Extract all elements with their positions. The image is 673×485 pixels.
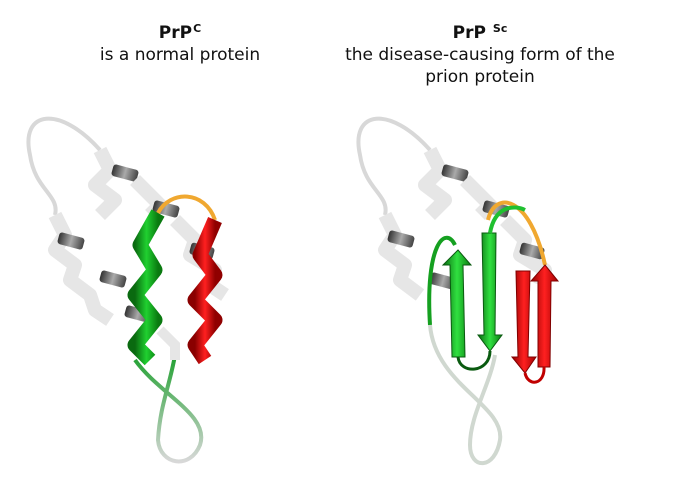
title-prpc-name: PrP (158, 23, 193, 43)
red-helix (187, 217, 223, 365)
gray-helix-left (48, 211, 152, 326)
gray-loop (26, 116, 180, 220)
orange-loop (156, 194, 217, 221)
tail-loop (133, 326, 204, 464)
description-prpsc-line2: prion protein (425, 67, 535, 87)
title-prpsc: PrP Sc (300, 18, 660, 44)
title-prpsc-name: PrP (452, 23, 486, 43)
red-beta-sheet (510, 264, 560, 384)
prpsc-structure-illustration (356, 116, 560, 466)
green-helix (127, 209, 165, 366)
green-beta-sheet (427, 205, 526, 371)
title-prpc: PrPC (60, 18, 300, 44)
title-prpc-superscript: C (193, 22, 202, 35)
title-prpsc-superscript: Sc (492, 22, 508, 35)
description-prpsc-line1: the disease-causing form of the (345, 45, 615, 65)
caption-normal-protein: PrPC is a normal protein (60, 18, 300, 66)
tail-loop (428, 324, 503, 466)
caption-disease-protein: PrP Sc the disease-causing form of the p… (300, 18, 660, 88)
prpc-structure-illustration (26, 116, 229, 464)
description-prpc: is a normal protein (99, 45, 261, 65)
orange-loop (486, 200, 547, 266)
